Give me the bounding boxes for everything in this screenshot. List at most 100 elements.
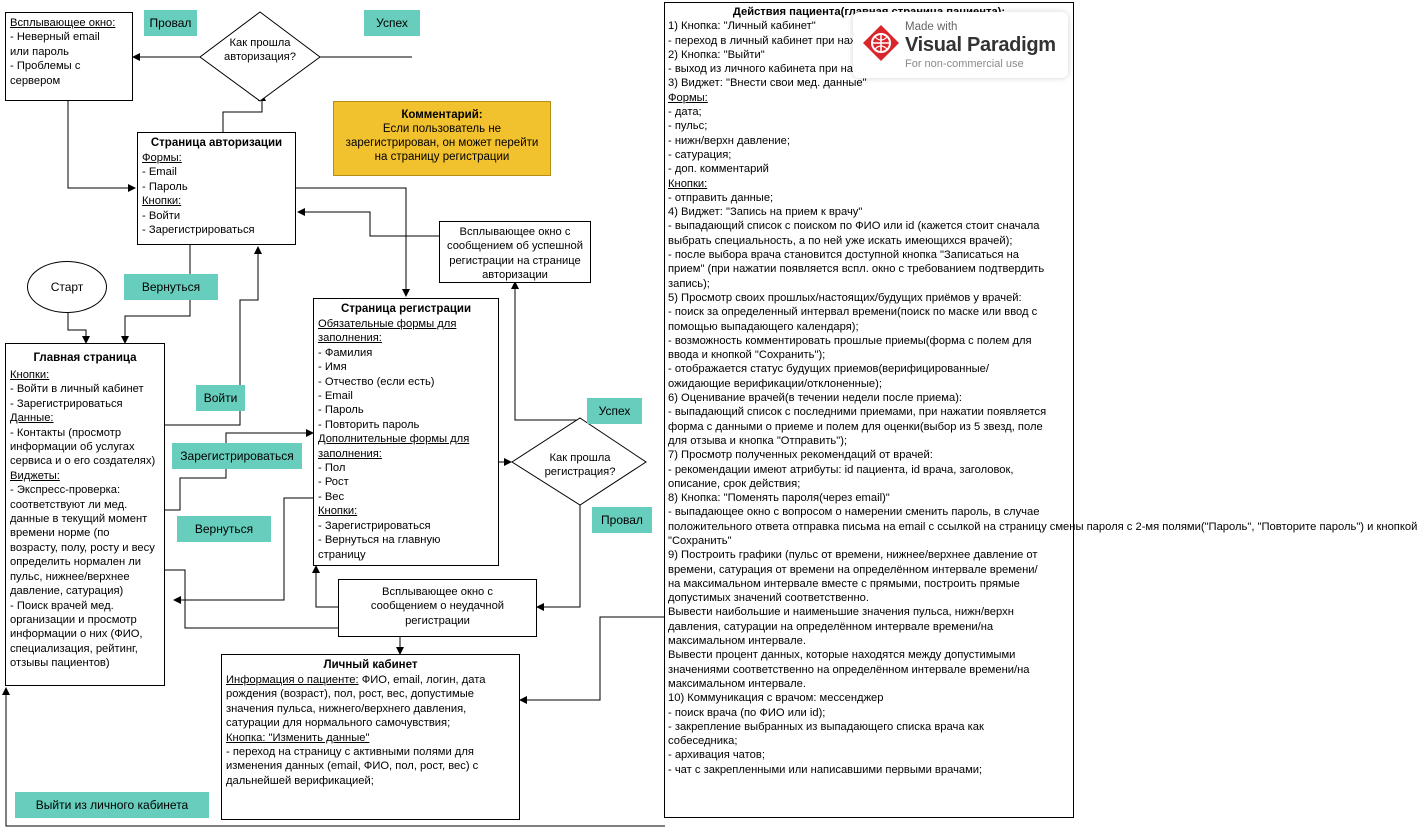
comment-box: Комментарий: Если пользователь не зареги… (333, 101, 551, 176)
main-data-item: - Контакты (просмотр (10, 426, 122, 439)
actions-line: собеседника; (668, 735, 738, 748)
reg-req-item: - Повторить пароль (318, 418, 420, 431)
reg-opt-item: - Рост (318, 476, 349, 489)
main-buttons-label: Кнопки: (10, 369, 50, 381)
main-button-item: - Войти в личный кабинет (10, 383, 144, 396)
popup-auth-fail-line: сервером (10, 74, 61, 87)
patient-actions-box: Действия пациента(главная страница пацие… (664, 2, 1417, 818)
auth-button-item: - Войти (142, 209, 181, 222)
arrow-auth-to-decision (222, 93, 266, 132)
popup-auth-fail-line: - Неверный email (10, 31, 100, 44)
label-fail-top: Провал (144, 10, 197, 36)
actions-line: 4) Виджет: "Запись на прием к врачу" (668, 206, 863, 219)
decision-reg-line: Как прошла (549, 452, 611, 464)
popup-reg-fail-line: сообщением о неудачной (370, 600, 505, 613)
actions-line: - закрепление выбранных из выпадающего с… (668, 720, 984, 733)
actions-line: - рекомендации имеют атрибуты: id пациен… (668, 463, 1014, 476)
cabinet-box: Личный кабинет Информация о пациенте: ФИ… (221, 654, 520, 820)
actions-line: 1) Кнопка: "Личный кабинет" (668, 20, 816, 33)
label-success-reg: Успех (587, 398, 642, 424)
decision-auth-diamond (199, 11, 321, 102)
actions-line: 3) Виджет: "Внести свои мед. данные" (668, 77, 867, 90)
actions-line: 8) Кнопка: "Поменять пароля(через email)… (668, 492, 890, 505)
cabinet-button-label: Кнопка: "Изменить данные" (226, 731, 370, 744)
popup-reg-success-line: регистрации на странице (449, 254, 581, 267)
auth-forms-label: Формы: (142, 152, 182, 164)
arrow-start-to-main (67, 313, 90, 344)
watermark-line2: Visual Paradigm (905, 34, 1056, 56)
main-widget-item: давление, сатурация) (10, 585, 124, 598)
arrow-popup-success-to-auth (297, 208, 439, 237)
actions-line: положительного ответа отправка письма на… (668, 520, 1417, 533)
arrow-reg-to-main (173, 497, 313, 604)
actions-line: - выпадающее окно с вопросом о намерении… (668, 506, 1040, 519)
actions-line: - чат с закрепленными или написавшими пе… (668, 763, 983, 776)
comment-line: Если пользователь не (382, 123, 502, 135)
actions-line: выбрать специальность, а по ней уже иска… (668, 234, 1013, 247)
auth-form-item: - Пароль (142, 180, 188, 193)
actions-line: ввода и кнопкой "Сохранить"); (668, 349, 826, 362)
popup-auth-fail-line: - Проблемы с (10, 60, 81, 73)
auth-page-box: Страница авторизации Формы: - Email - Па… (137, 132, 296, 245)
actions-line: - выход из личного кабинета при нажатии (668, 63, 885, 76)
start-node: Старт (27, 261, 107, 313)
main-widget-item: специализация, рейтинг, (10, 642, 138, 655)
label-back-mid: Вернуться (177, 516, 271, 542)
main-page-box: Главная страница Кнопки: - Войти в личны… (5, 343, 165, 686)
arrow-reg-fail (536, 490, 581, 611)
actions-line: - архивация чатов; (668, 749, 765, 762)
comment-title: Комментарий: (401, 109, 483, 121)
actions-line: запись); (668, 277, 710, 290)
actions-line: на максимальном интервале вместе с прямы… (668, 577, 1020, 590)
reg-page-title: Страница регистрации (340, 303, 472, 315)
watermark: Made with Visual Paradigm For non-commer… (853, 12, 1068, 78)
cabinet-info-line: значения пульса, нижнего/верхнего давлен… (226, 702, 467, 715)
arrow-main-to-auth (165, 246, 262, 426)
arrow-reg-success (511, 281, 581, 438)
arrow-popup-to-auth (67, 101, 136, 192)
actions-line: - выпадающий список с последними приемам… (668, 406, 1047, 419)
actions-line: максимальном интервале. (668, 635, 807, 648)
main-widget-item: возрасту, полу, росту и весу (10, 541, 155, 554)
reg-button-item: - Вернуться на главную (318, 534, 441, 547)
main-widgets-label: Виджеты: (10, 469, 60, 482)
actions-line: времени, сатурация от времени на определ… (668, 563, 1038, 576)
reg-opt-item: - Вес (318, 490, 345, 503)
main-widget-item: времени норме (по (10, 527, 110, 540)
actions-line: Вывести процент данных, которые находятс… (668, 649, 1016, 662)
actions-line: ожидающие верификации/отклоненные); (668, 377, 882, 390)
actions-line: Кнопки: (668, 177, 708, 190)
main-widget-item: - Экспресс-проверка: (10, 484, 121, 497)
main-widget-item: определить нормален ли (10, 556, 142, 569)
main-page-title: Главная страница (33, 352, 137, 364)
start-label: Старт (50, 280, 84, 294)
auth-button-item: - Зарегистрироваться (142, 224, 255, 237)
actions-line: - переход в личный кабинет при нажатии (668, 34, 882, 47)
popup-reg-fail-line: регистрации (405, 614, 470, 627)
main-widget-item: пульс, нижнее/верхнее (10, 570, 130, 583)
actions-line: 5) Просмотр своих прошлых/настоящих/буду… (668, 291, 1022, 304)
popup-reg-success-line: авторизации (482, 269, 548, 282)
actions-line: значениями соответственно на определённо… (668, 663, 1030, 676)
auth-buttons-label: Кнопки: (142, 195, 182, 208)
label-success-top: Успех (364, 10, 420, 36)
main-data-item: сервиса и о его создателях) (10, 455, 156, 468)
label-register: Зарегистрироваться (172, 443, 302, 469)
reg-opt-label: Дополнительные формы для заполнения: (318, 433, 470, 460)
main-widget-item: - Поиск врачей мед. (10, 599, 114, 612)
popup-auth-fail-line: или пароль (10, 45, 69, 58)
reg-page-box: Страница регистрации Обязательные формы … (313, 298, 499, 566)
decision-auth-line: авторизация? (224, 51, 296, 63)
actions-line: Формы: (668, 91, 708, 104)
actions-line: - поиск врача (по ФИО или id); (668, 706, 826, 719)
cabinet-info-first: ФИО, email, логин, дата (358, 674, 486, 686)
auth-form-item: - Email (142, 166, 177, 179)
actions-line: - отправить данные; (668, 191, 774, 204)
reg-req-label: заполнения: (318, 332, 382, 345)
popup-auth-fail: Всплывающее окно: - Неверный email или п… (5, 12, 133, 101)
reg-buttons-label: Кнопки: (318, 505, 358, 518)
actions-line: - после выбора врача становится доступно… (668, 249, 1019, 262)
cabinet-title: Личный кабинет (323, 659, 418, 671)
actions-line: - сатурация; (668, 148, 732, 161)
actions-line: допустимых значений соответственно. (668, 592, 869, 605)
